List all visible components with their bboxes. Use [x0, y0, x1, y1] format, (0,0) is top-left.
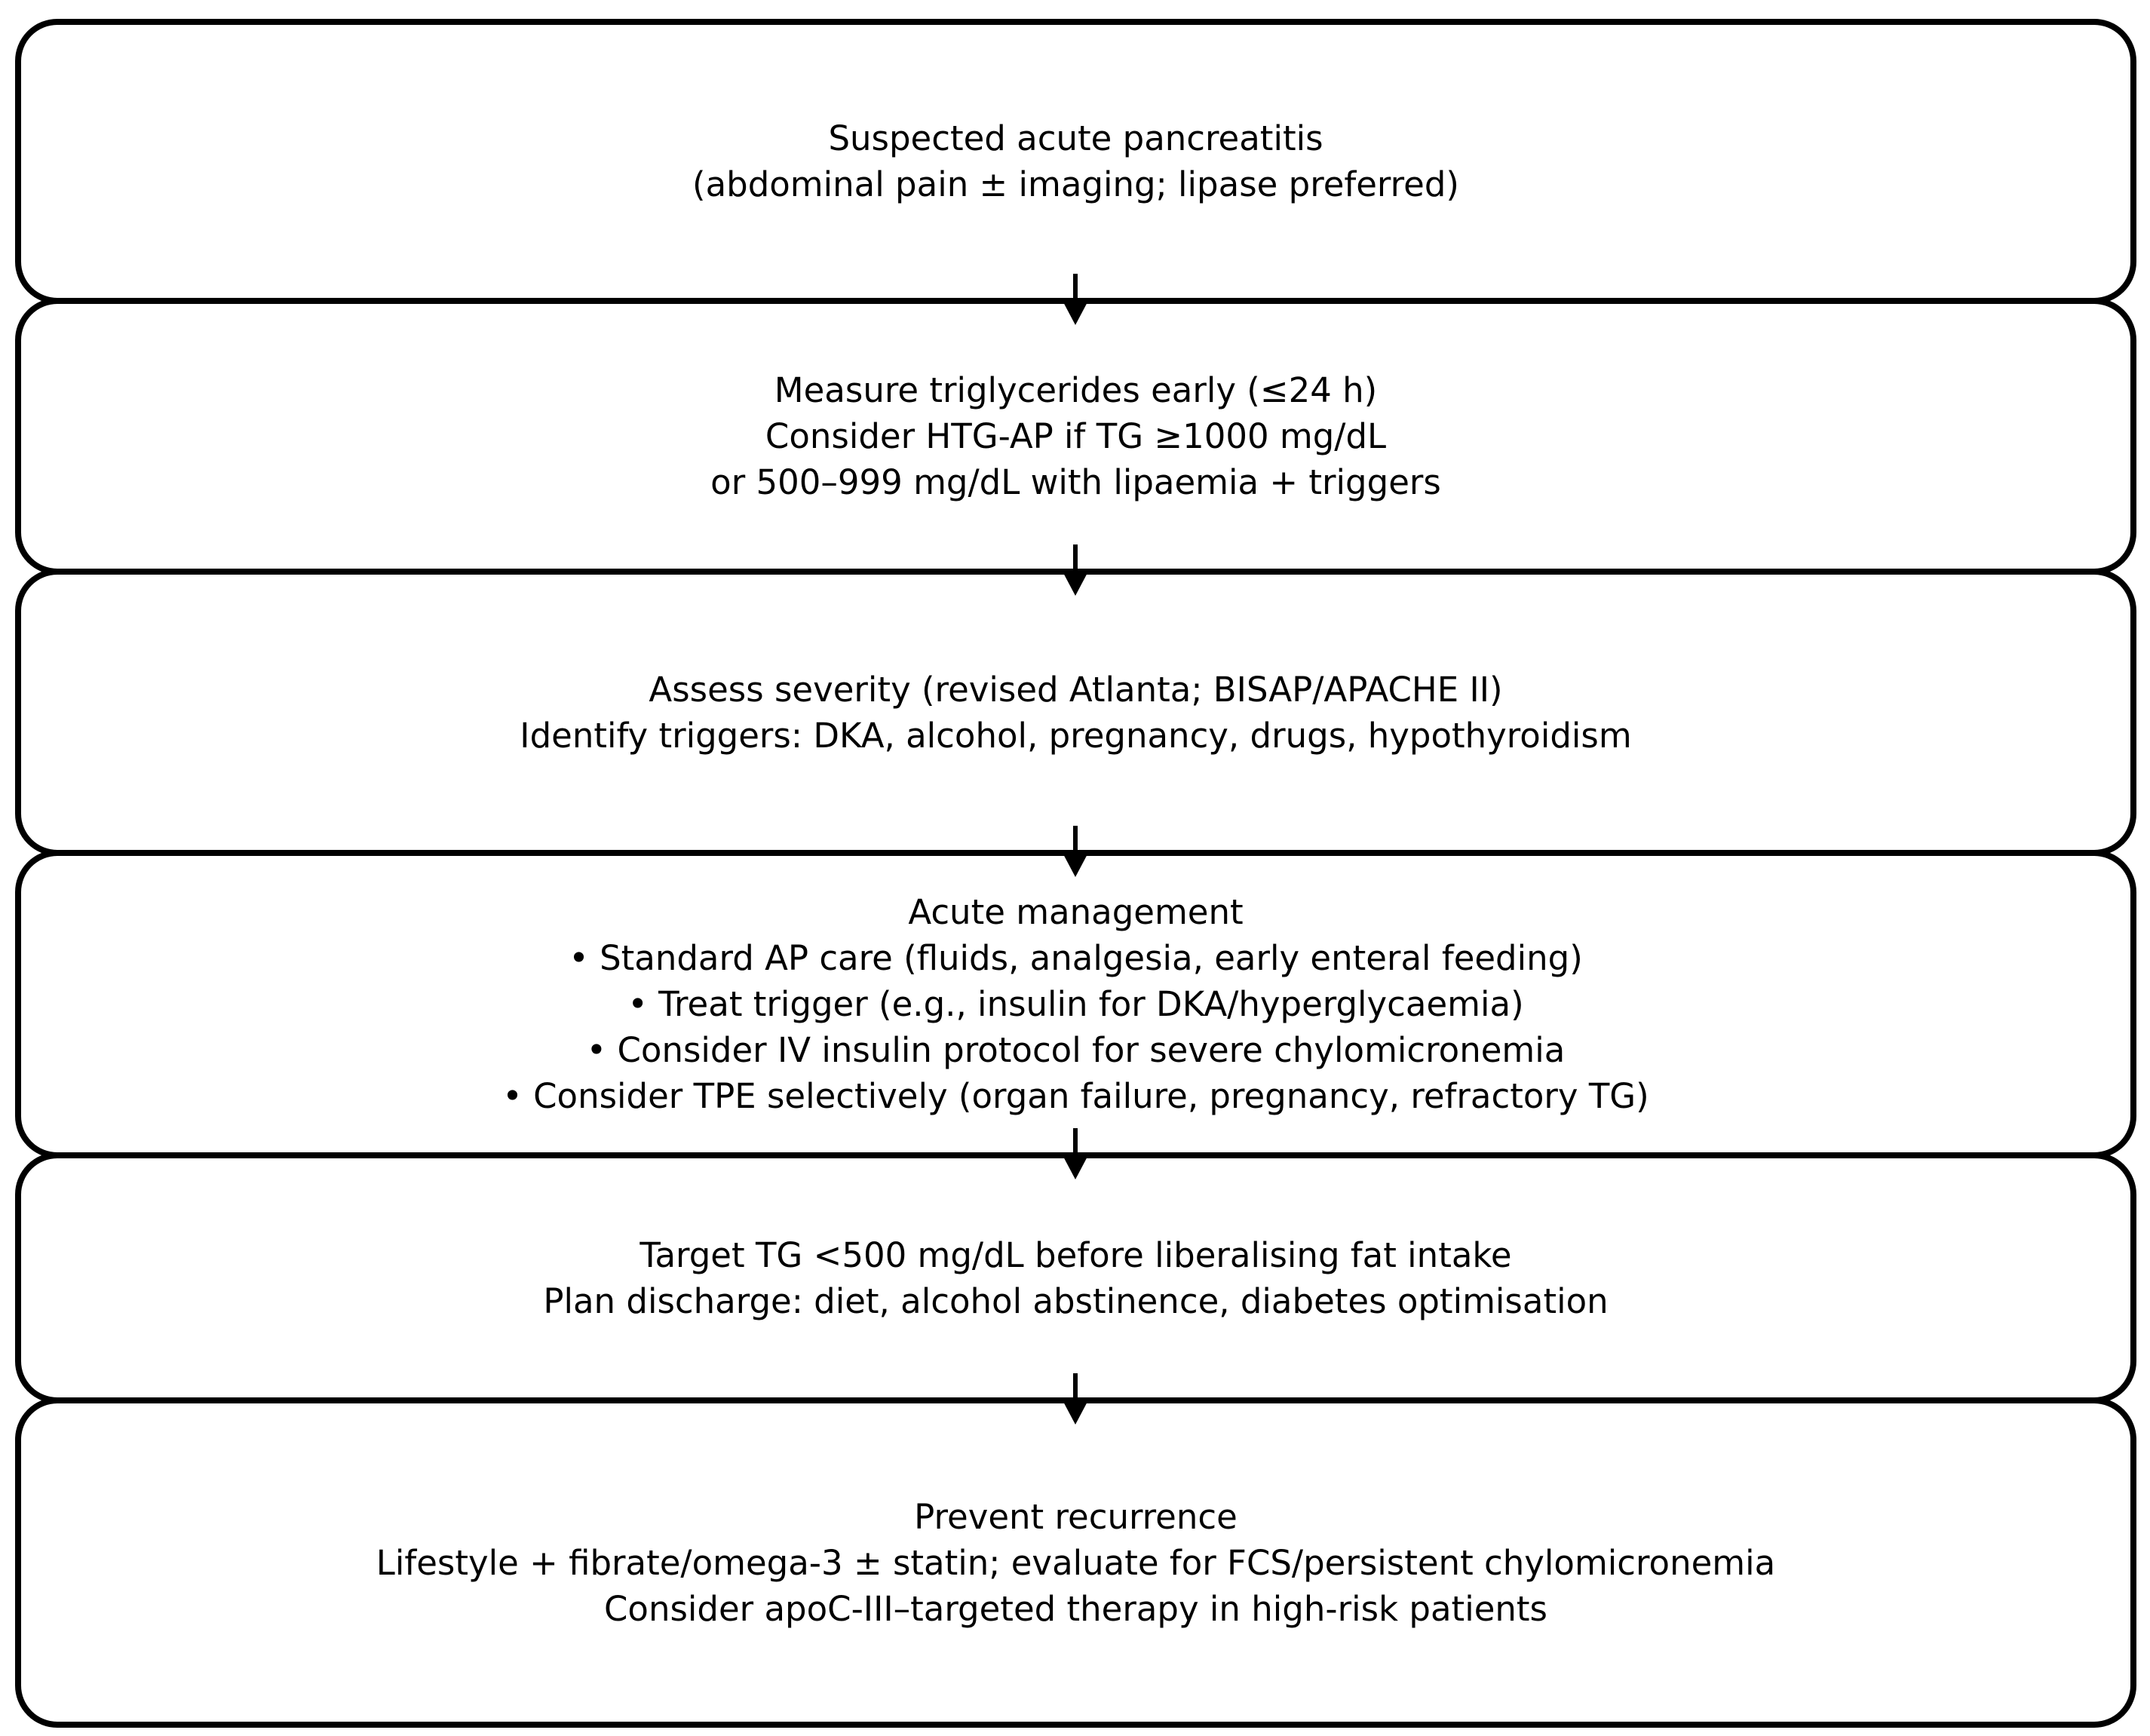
arrow-head	[1062, 1154, 1089, 1179]
flow-node-prevent-recurrence: Prevent recurrence Lifestyle + fibrate/o…	[15, 1397, 2136, 1728]
arrow-shaft	[1073, 544, 1078, 573]
node-text-line: Plan discharge: diet, alcohol abstinence…	[543, 1281, 1609, 1321]
node-text-line: Lifestyle + fibrate/omega-3 ± statin; ev…	[376, 1542, 1776, 1583]
arrow-shaft	[1073, 274, 1078, 302]
node-text-line: Consider HTG-AP if TG ≥1000 mg/dL	[765, 416, 1387, 456]
node-text-line: Measure triglycerides early (≤24 h)	[774, 370, 1378, 410]
node-bullet-line: • Standard AP care (fluids, analgesia, e…	[569, 938, 1583, 978]
flow-node-assess-severity: Assess severity (revised Atlanta; BISAP/…	[15, 569, 2136, 856]
node-text-line: Suspected acute pancreatitis	[828, 118, 1323, 158]
flow-node-target-tg-discharge: Target TG <500 mg/dL before liberalising…	[15, 1152, 2136, 1403]
arrow-shaft	[1073, 826, 1078, 854]
node-text-line: Assess severity (revised Atlanta; BISAP/…	[649, 669, 1503, 710]
arrow-shaft	[1073, 1128, 1078, 1157]
node-text-line: (abdominal pain ± imaging; lipase prefer…	[692, 164, 1459, 204]
arrow-head	[1062, 570, 1089, 596]
node-bullet-line: • Consider IV insulin protocol for sever…	[586, 1030, 1566, 1070]
arrow-shaft	[1073, 1373, 1078, 1402]
arrow-head	[1062, 851, 1089, 877]
node-bullet-line: • Consider TPE selectively (organ failur…	[502, 1076, 1649, 1116]
flow-node-suspected-acute-pancreatitis: Suspected acute pancreatitis (abdominal …	[15, 19, 2136, 304]
node-bullet-line: • Treat trigger (e.g., insulin for DKA/h…	[627, 984, 1524, 1024]
node-text-line: Acute management	[908, 892, 1244, 932]
node-text-line: Target TG <500 mg/dL before liberalising…	[639, 1235, 1512, 1275]
flow-node-acute-management: Acute management • Standard AP care (flu…	[15, 850, 2136, 1158]
flow-node-measure-triglycerides: Measure triglycerides early (≤24 h) Cons…	[15, 298, 2136, 575]
arrow-head	[1062, 299, 1089, 325]
arrow-head	[1062, 1399, 1089, 1425]
node-text-line: Identify triggers: DKA, alcohol, pregnan…	[520, 715, 1632, 756]
node-text-line: or 500–999 mg/dL with lipaemia + trigger…	[710, 462, 1441, 502]
node-text-line: Consider apoC-III–targeted therapy in hi…	[604, 1588, 1547, 1629]
node-text-line: Prevent recurrence	[914, 1496, 1238, 1537]
